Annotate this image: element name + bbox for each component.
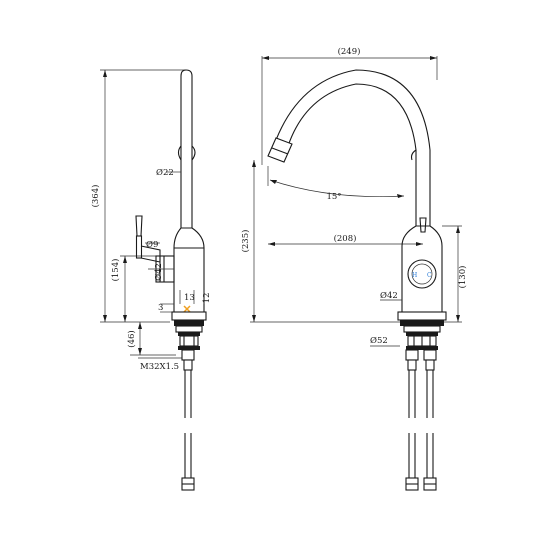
cold-indicator: C bbox=[427, 272, 432, 279]
side-view: (364) (154) (46) Ø22 bbox=[90, 69, 212, 491]
dim-front-body-diameter-label: Ø42 bbox=[380, 290, 398, 301]
dim-offset-3-label: 3 bbox=[158, 303, 163, 313]
dim-spout-diameter-label: Ø22 bbox=[156, 167, 174, 178]
gooseneck-spout bbox=[275, 69, 431, 226]
spout-tube bbox=[180, 69, 193, 228]
spout-nozzle bbox=[267, 137, 293, 163]
front-lever bbox=[419, 217, 427, 233]
hot-cold-dial: H C bbox=[407, 259, 437, 289]
dim-front-body-height-label: (130) bbox=[457, 266, 468, 289]
dim-front-body-height: (130) bbox=[442, 225, 468, 323]
dim-shank-length: (46) bbox=[126, 322, 142, 355]
cartridge-cap: Ø42 bbox=[148, 255, 175, 283]
dim-swivel-angle: 15° bbox=[267, 166, 405, 202]
dim-body-height: (154) bbox=[110, 256, 127, 322]
twin-supply-hoses bbox=[405, 349, 437, 491]
side-marker-icon bbox=[183, 305, 191, 313]
dim-body-diameter-label: Ø42 bbox=[153, 263, 164, 281]
front-view: (249) 15° (235) (208 bbox=[240, 46, 468, 491]
dim-total-width: (249) bbox=[261, 46, 438, 165]
supply-hose bbox=[181, 349, 195, 491]
lever-handle: Ø9 bbox=[135, 215, 161, 263]
dim-height: (235) bbox=[240, 160, 400, 323]
dim-body-height-label: (154) bbox=[110, 259, 121, 282]
hot-indicator: H bbox=[412, 272, 417, 279]
dim-handle-diameter-label: Ø9 bbox=[146, 239, 158, 250]
dim-thread-label: M32X1.5 bbox=[140, 362, 179, 372]
dim-reach: (208) bbox=[268, 233, 423, 246]
dim-height-label: (235) bbox=[240, 230, 251, 253]
dim-width-13-label: 13 bbox=[184, 293, 195, 303]
dim-total-height: (364) bbox=[90, 70, 107, 322]
dim-width-12-label: 12 bbox=[202, 293, 212, 304]
dim-total-width-label: (249) bbox=[338, 46, 361, 57]
dim-reach-label: (208) bbox=[334, 233, 357, 244]
front-mounting-base bbox=[397, 311, 447, 350]
dim-swivel-angle-label: 15° bbox=[326, 192, 341, 202]
dim-shank-length-label: (46) bbox=[126, 330, 137, 347]
mounting-base bbox=[171, 311, 207, 350]
dim-base-diameter-label: Ø52 bbox=[370, 335, 388, 346]
dim-total-height-label: (364) bbox=[90, 185, 101, 208]
